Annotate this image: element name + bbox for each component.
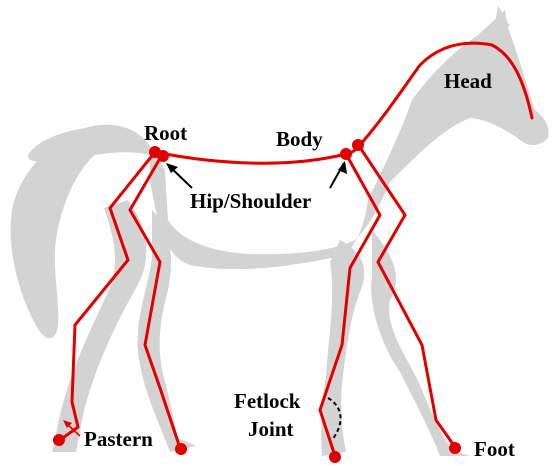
pastern-joint	[53, 434, 65, 446]
hip-shoulder-label: Hip/Shoulder	[190, 189, 311, 213]
horse-hindleg-left-shape	[52, 200, 146, 452]
forefoot-left-joint	[329, 451, 341, 463]
hindfoot-joint	[175, 443, 187, 455]
horse-ear-shape	[494, 6, 510, 30]
horse-tail-shape	[11, 132, 100, 338]
fetlock-label-line2: Joint	[248, 417, 294, 441]
body-joint	[352, 139, 364, 151]
body-label: Body	[276, 127, 323, 151]
foot-joint	[449, 442, 461, 454]
root-label: Root	[144, 121, 187, 145]
horse-foreleg-left-shape	[321, 240, 364, 456]
hip-joint	[157, 150, 169, 162]
head-label: Head	[444, 69, 492, 93]
foot-label: Foot	[474, 437, 515, 461]
spine-line	[155, 146, 359, 163]
shoulder-joint	[340, 148, 352, 160]
fetlock-label-line1: Fetlock	[234, 389, 301, 413]
pastern-label: Pastern	[84, 427, 153, 451]
